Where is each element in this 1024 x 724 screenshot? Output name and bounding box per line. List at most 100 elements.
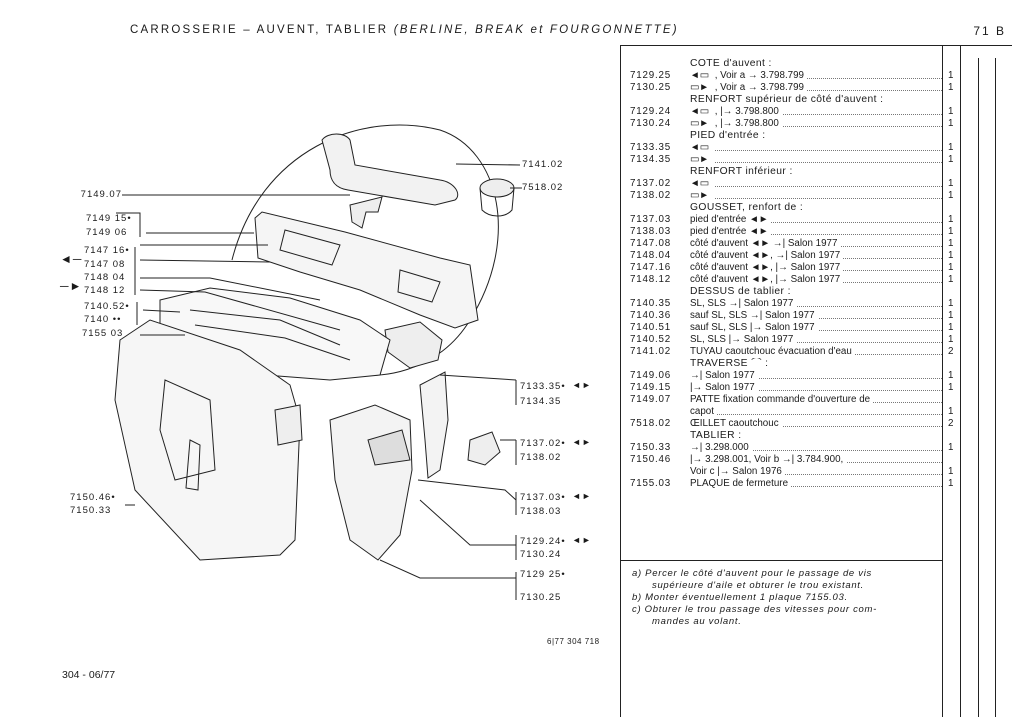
description-text: RENFORT supérieur de côté d'auvent : [690,94,887,105]
part-description: ◄▭ [690,142,942,154]
callout-7129-24: 7129.24• [520,536,566,547]
callout-7149-15: 7149 15• [86,213,132,224]
callout-7137-02: 7137.02• [520,438,566,449]
leader-dots [690,306,942,307]
footnote-line: b) Monter éventuellement 1 plaque 7155.0… [632,592,848,603]
footnote-line: mandes au volant. [652,616,742,627]
table-row: 7150.46|→ 3.298.001, Voir b →| 3.784.900… [620,454,950,466]
description-text: capot [690,406,717,417]
left-side-arrow-icon: ◄► [572,535,592,545]
quantity: 1 [948,262,954,273]
quantity: 1 [948,406,954,417]
callout-7133-35: 7133.35• [520,381,566,392]
plaque-fermeture [274,404,303,446]
quantity: 1 [948,334,954,345]
part-number: 7140.35 [630,298,672,309]
description-text: COTE d'auvent : [690,58,775,69]
part-description: |→ Salon 1977 [690,382,942,394]
description-text: SL, SLS |→ Salon 1977 [690,334,797,345]
description-text: côté d'auvent ◄►, |→ Salon 1977 [690,262,844,273]
part-description: PATTE fixation commande d'ouverture de [690,394,942,406]
leader-dots [690,486,942,487]
description-text: sauf SL, SLS |→ Salon 1977 [690,322,818,333]
callout-7140: 7140 •• [84,314,122,325]
group-title: RENFORT inférieur : [690,166,942,178]
part-number: 7130.24 [630,118,672,129]
part-number: 7138.03 [630,226,672,237]
part-number: 7148.12 [630,274,672,285]
description-text [711,178,715,189]
bracket-patte [349,196,383,229]
part-description: côté d'auvent ◄►, →| Salon 1977 [690,250,942,262]
part-description: ŒILLET caoutchouc [690,418,942,430]
parts-table: COTE d'auvent :7129.25◄▭ , Voir a → 3.79… [620,58,954,490]
quantity: 1 [948,154,954,165]
quantity: 1 [948,214,954,225]
left-side-arrow-icon: ◄─ [60,252,83,266]
part-number: 7137.03 [630,214,672,225]
table-row: 7138.02▭► 1 [620,190,953,202]
part-number: 7140.51 [630,322,672,333]
quantity: 1 [948,478,954,489]
quantity: 1 [948,178,954,189]
group-title: TRAVERSE ⌒ : [690,358,942,370]
table-column-rule [960,45,961,717]
callout-7148-04: 7148 04 [84,272,126,283]
part-description: ◄▭ [690,178,942,190]
leader-dots [690,162,942,163]
part-description: sauf SL, SLS |→ Salon 1977 [690,322,942,334]
description-text [711,142,715,153]
part-number: 7138.02 [630,190,672,201]
table-column-rule [978,58,979,717]
left-arrow-icon: ◄▭ [690,178,712,189]
callout-7141-02: 7141.02 [522,159,564,170]
description-text: →| Salon 1977 [690,370,758,381]
callout-7130-24: 7130.24 [520,549,562,560]
callout-7149-06: 7149 06 [86,227,128,238]
part-number: 7149.07 [630,394,672,405]
part-description: côté d'auvent ◄► →| Salon 1977 [690,238,942,250]
footnotes: a) Percer le côté d'auvent pour le passa… [632,568,877,628]
part-description: |→ 3.298.001, Voir b →| 3.784.900, [690,454,942,466]
part-number: 7147.16 [630,262,672,273]
part-number: 7148.04 [630,250,672,261]
quantity: 1 [948,118,954,129]
leader-dots [690,474,942,475]
callout-7134-35: 7134.35 [520,396,562,407]
table-row: 7148.12 côté d'auvent ◄►, |→ Salon 1977 1 [620,274,954,286]
leader-dots [690,234,942,235]
description-text: côté d'auvent ◄►, |→ Salon 1977 [690,274,844,285]
right-arrow-icon: ▭► [690,118,715,129]
callout-7138-03: 7138.03 [520,506,562,517]
leader-dots [690,126,942,127]
page-subtitle: (BERLINE, BREAK et FOURGONNETTE) [393,24,679,36]
leader-dots [690,198,942,199]
quantity: 2 [948,346,954,357]
description-text [711,154,715,165]
quantity: 2 [948,418,954,429]
description-text: , |→ 3.798.800 [714,118,782,129]
table-row: 7130.24 ▭► , |→ 3.798.800 1 [620,118,954,130]
quantity: 1 [948,274,954,285]
table-column-rule [942,45,943,717]
description-text: PIED d'entrée : [690,130,769,141]
table-row: 7137.02◄▭ 1 [620,178,954,190]
part-description: SL, SLS →| Salon 1977 [690,298,942,310]
pied-entree [419,371,449,479]
table-border-left [620,45,621,717]
rubber-grommet [479,178,515,198]
callout-7150-46: 7150.46• [70,492,116,503]
group-heading: RENFORT supérieur de côté d'auvent : [620,94,950,106]
group-heading: DESSUS de tablier : [620,286,950,298]
tablier-panel [114,319,301,561]
description-text: TUYAU caoutchouc évacuation d'eau [690,346,855,357]
quantity: 1 [948,382,954,393]
quantity: 1 [948,370,954,381]
